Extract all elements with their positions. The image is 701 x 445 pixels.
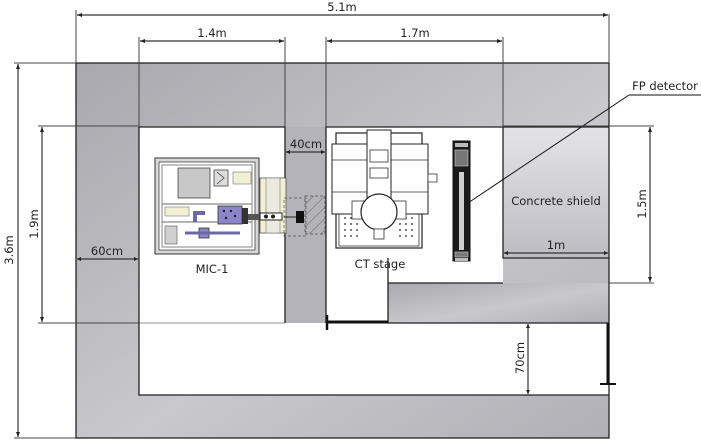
label-fp-detector: FP detector [632,79,698,93]
dim-total-height [14,62,76,439]
concrete-shield [503,127,609,258]
label-ct-stage: CT stage [355,257,406,271]
label-room-right-width: 1.7m [400,26,430,40]
label-wall-left: 60cm [91,244,123,258]
dim-room-left-height [38,125,139,324]
dim-room-left-width [138,37,286,127]
fp-detector-leader [467,94,630,204]
dim-corridor-width [286,150,325,154]
dim-shield-height [503,125,654,284]
dim-shield-width [504,251,608,255]
mic-1-equipment [154,157,287,255]
label-shield-height: 1.5m [635,189,649,219]
dim-room-right-width [325,37,504,127]
label-shield-width: 1m [547,238,566,252]
door-right[interactable] [600,323,616,385]
label-total-height: 3.6m [2,235,16,265]
label-passage-width: 70cm [513,342,527,374]
dim-total-width [75,10,610,63]
dim-passage-width [526,324,530,394]
label-mic-1: MIC-1 [196,262,229,276]
beam-port [283,195,326,237]
label-room-left-width: 1.4m [197,26,227,40]
label-corridor-width: 40cm [290,137,322,151]
concrete-block-lower [388,283,609,323]
ct-stage [331,129,438,249]
dim-wall-left [77,257,138,261]
label-total-width: 5.1m [327,0,357,14]
door-center[interactable] [325,315,388,330]
right-room-lower [326,258,388,323]
label-concrete-shield: Concrete shield [511,194,601,208]
label-room-left-height: 1.9m [27,209,41,239]
fp-detector [452,140,471,262]
